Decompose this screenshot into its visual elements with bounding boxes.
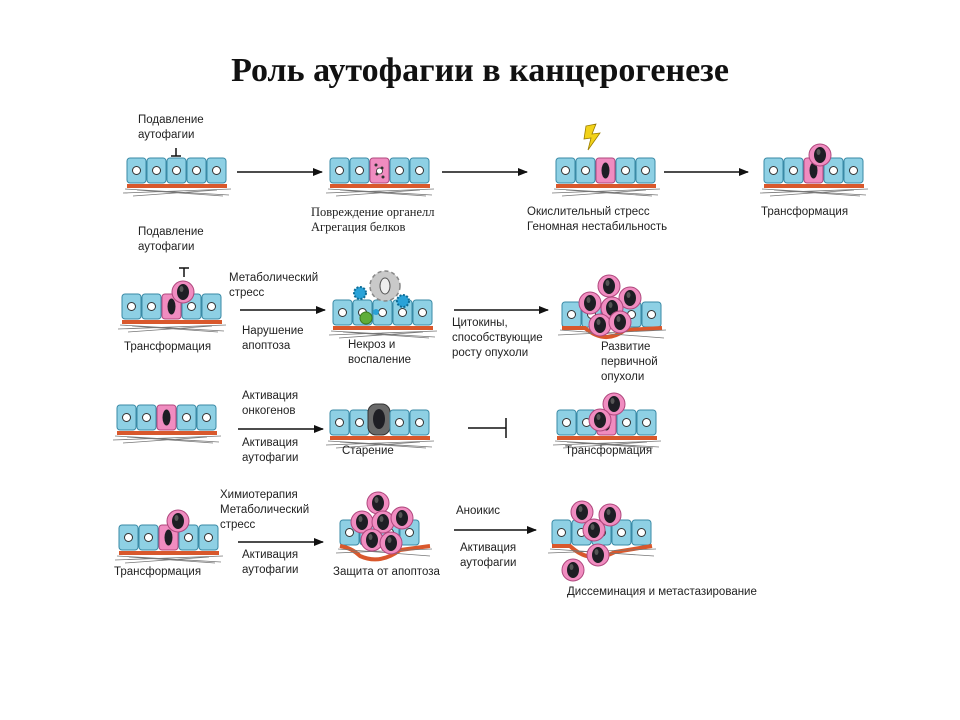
row1-normal-epithelium [123, 158, 231, 196]
immune-cell-icon [353, 286, 410, 325]
row4-start-label: Трансформация [114, 566, 202, 578]
row4-metastasis [547, 500, 657, 582]
row3-pink-epithelium [112, 404, 222, 444]
row3-end-label: Трансформация [565, 445, 653, 457]
inhibition-bar-icon [171, 148, 181, 157]
row1-stressed-epithelium [551, 157, 661, 197]
lightning-icon [583, 123, 601, 151]
row1-transformed-epithelium [759, 143, 869, 197]
row2-transformed-epithelium [117, 280, 227, 333]
row4-arrow2-top-label: Аноикис [456, 505, 501, 517]
row2-start-label: Трансформация [124, 341, 212, 353]
row4-transformed-epithelium [114, 509, 224, 564]
row1-damaged-epithelium [325, 157, 435, 197]
row4-protected-tumor [335, 491, 433, 562]
row3-senescent-epithelium [325, 403, 435, 449]
row3-mid-label: Старение [342, 445, 394, 457]
necrotic-cell-icon [369, 270, 401, 302]
page-title: Роль аутофагии в канцерогенезе [231, 52, 729, 89]
row4-mid-label: Защита от апоптоза [333, 566, 440, 578]
row3-transformed-epithelium [552, 392, 662, 449]
row4-end-label: Диссеминация и метастазирование [567, 586, 757, 598]
row1-step4-label: Трансформация [761, 206, 849, 218]
row2-necrosis-epithelium [328, 299, 438, 339]
inhibition-bar-icon [179, 267, 189, 277]
inhibition-bar-icon [468, 418, 507, 438]
row2-primary-tumor [557, 274, 667, 339]
